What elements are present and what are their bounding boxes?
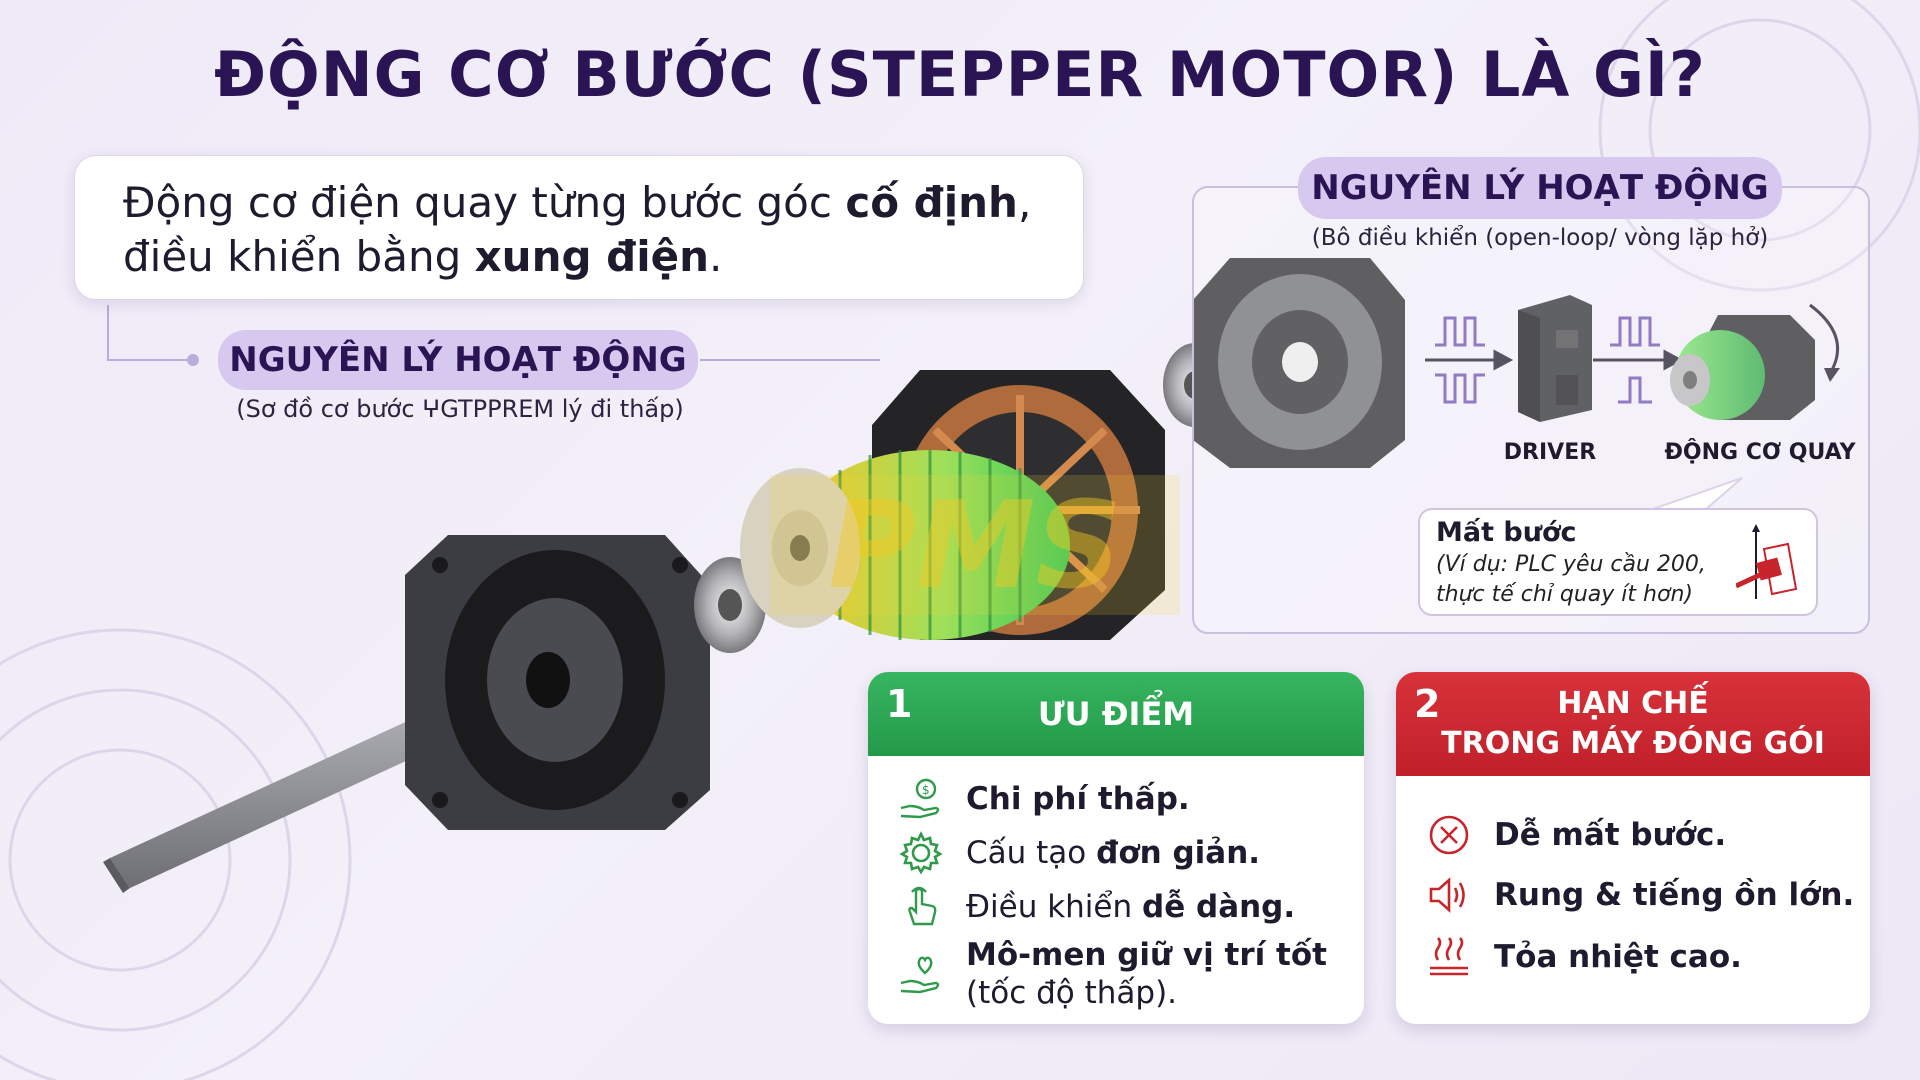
driver-device [1518,295,1592,422]
pros-item-text: Điều khiển [966,889,1142,925]
definition-punct: , [1017,178,1032,227]
cons-card: 2 HẠN CHẾ TRONG MÁY ĐÓNG GÓI Dễ mất bước… [1396,672,1870,1024]
pros-item-text: (tốc độ thấp). [966,975,1178,1011]
small-motor [1670,303,1840,420]
axis-rotation-icon [1736,524,1798,599]
connector-dot [187,354,199,366]
definition-text: điều khiển bằng [123,232,475,281]
rotor [740,450,1070,640]
pros-item-text: Cấu tạo [966,835,1097,871]
watermark-text: PMS [828,477,1122,615]
cons-item-text: Dễ mất bước. [1494,817,1727,853]
pros-heading: ƯU ĐIỂM [1037,695,1195,733]
pros-item-bold: dễ dàng. [1142,889,1296,925]
pros-number: 1 [886,682,913,726]
cons-item: Dễ mất bước. [1426,812,1726,858]
definition-line-2: điều khiển bằng xung điện. [123,230,1035,284]
rear-end-cap [1193,258,1405,468]
step-loss-callout: Mất bước (Ví dụ: PLC yêu cầu 200, thực t… [1418,508,1818,616]
definition-box: Động cơ điện quay từng bước góc cố định,… [74,155,1084,300]
pros-item: Mô-men giữ vị trí tốt(tốc độ thấp). [898,936,1327,1012]
front-flange [405,535,710,830]
cons-item-text: Rung & tiếng ồn lớn. [1494,877,1855,913]
rotating-motor-label: ĐỘNG CƠ QUAY [1664,440,1856,465]
cons-header: 2 HẠN CHẾ TRONG MÁY ĐÓNG GÓI [1396,672,1870,776]
definition-line-1: Động cơ điện quay từng bước góc cố định, [123,176,1035,230]
definition-text: Động cơ điện quay từng bước góc [123,178,846,227]
pros-item: Điều khiển dễ dàng. [898,884,1295,930]
pros-item: Cấu tạo đơn giản. [898,830,1260,876]
pros-item-bold: Mô-men giữ vị trí tốt [966,937,1327,973]
cons-heading-line-1: HẠN CHẾ [1557,686,1709,721]
pointer-hand-icon [908,886,937,926]
money-hand-icon: $ [900,778,940,819]
right-heading-pill: NGUYÊN LÝ HOẠT ĐỘNG [1298,157,1782,219]
cons-number: 2 [1414,682,1441,726]
cons-heading-line-2: TRONG MÁY ĐÓNG GÓI [1441,726,1825,761]
driver-label: DRIVER [1503,440,1597,465]
cons-item: Tỏa nhiệt cao. [1426,934,1742,980]
callout-text: (Ví dụ: PLC yêu cầu 200, thực tế chỉ qua… [1436,552,1706,607]
definition-punct: . [709,232,723,281]
arrow-icon [1425,349,1684,371]
pros-header: 1 ƯU ĐIỂM [868,672,1364,756]
pros-item-bold: Chi phí thấp. [966,781,1190,817]
left-caption: (Sơ đồ cơ bước ⵖGTPPREM lý đi thấp) [236,395,684,423]
pros-item-bold: đơn giản. [1096,835,1261,871]
right-caption: (Bô điều khiển (open-loop/ vòng lặp hở) [1311,225,1769,251]
pulse-signal-icon [1435,316,1660,404]
x-circle-icon [1429,815,1469,855]
page-title: ĐỘNG CƠ BƯỚC (STEPPER MOTOR) LÀ GÌ? [214,38,1706,111]
cons-item: Rung & tiếng ồn lớn. [1426,872,1854,918]
connector-lines [107,305,880,361]
heart-hand-icon [900,956,940,994]
callout-title: Mất bước [1436,517,1577,548]
gear-icon [899,831,943,875]
pros-item: $ Chi phí thấp. [898,776,1190,822]
definition-bold: xung điện [474,232,710,281]
heat-icon [1430,937,1468,976]
speaker-icon [1429,877,1465,913]
definition-bold: cố định [845,178,1018,227]
svg-text:$: $ [922,783,930,797]
pros-card: 1 ƯU ĐIỂM $ Chi phí thấp. Cấu tạo đơn gi… [868,672,1364,1024]
left-heading-pill: NGUYÊN LÝ HOẠT ĐỘNG [218,330,698,390]
watermark-logo: PMS [770,475,1180,615]
cons-item-text: Tỏa nhiệt cao. [1494,939,1742,975]
